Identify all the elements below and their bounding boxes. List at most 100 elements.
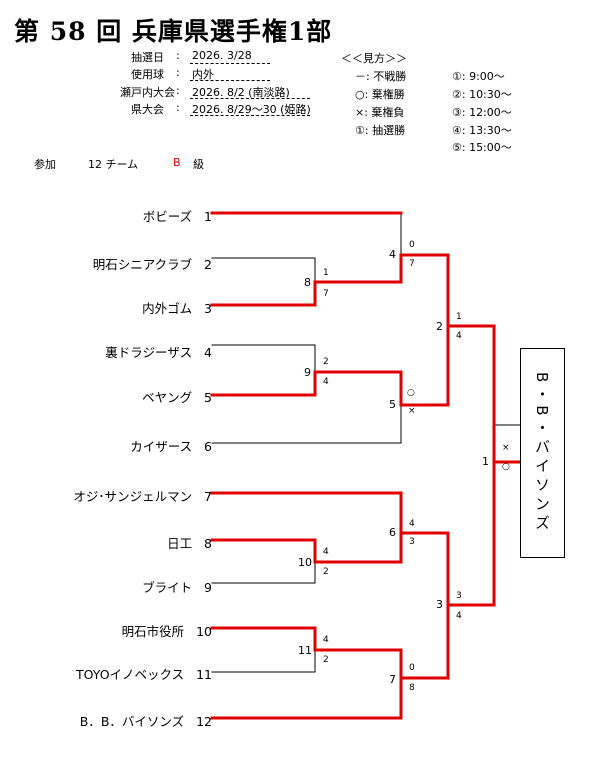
legend-time-1: ①: 9:00～ <box>452 70 505 83</box>
match-bottom-score: 3 <box>409 537 415 547</box>
info-label-lottery-date: 抽選日 <box>131 51 164 64</box>
team-name: ベヤング <box>142 390 193 405</box>
path-team-12 <box>210 603 450 720</box>
info-label-prefecture: 県大会 <box>131 103 164 116</box>
info-label-ball: 使用球 <box>131 68 164 81</box>
participants-grade: B <box>173 156 181 169</box>
info-underline <box>190 98 310 99</box>
info-value-lottery-date: 2026. 3/28 <box>192 49 252 62</box>
match-top-score: 1 <box>323 268 329 278</box>
team-entry: 内外ゴム 3 <box>142 298 212 317</box>
match-bottom-score: 2 <box>323 567 329 577</box>
match-number: 4 <box>389 248 396 261</box>
path-team-5 <box>210 324 450 407</box>
team-seed: 10 <box>196 624 212 639</box>
match-top-score: ○ <box>407 388 415 398</box>
team-entry: ボビーズ 1 <box>143 206 212 225</box>
team-seed: 1 <box>204 209 212 224</box>
info-colon: : <box>176 101 180 114</box>
legend-forfeit-win: ○: 棄権勝 <box>355 88 405 101</box>
team-seed: 2 <box>204 257 212 272</box>
info-colon: : <box>176 49 180 62</box>
match-number: 9 <box>304 366 311 379</box>
team-name: TOYOイノベックス <box>75 667 185 682</box>
info-colon: : <box>176 84 180 97</box>
team-entry: 日工 8 <box>167 533 212 552</box>
info-underline <box>190 80 270 81</box>
path-team-10 <box>210 626 403 680</box>
team-name: 内外ゴム <box>142 301 193 316</box>
legend-heading: ＜＜見方＞＞ <box>341 52 407 65</box>
team-name: 裏ドラジーザス <box>105 345 193 360</box>
info-underline <box>190 115 310 116</box>
team-seed: 11 <box>196 667 212 682</box>
team-seed: 9 <box>204 580 212 595</box>
team-entry: 明石シニアクラブ 2 <box>93 254 212 273</box>
match-number: 2 <box>436 320 443 333</box>
participants-label: 参加 <box>34 158 56 171</box>
info-label-setouchi: 瀬戸内大会 <box>120 86 175 99</box>
match-number: 8 <box>304 276 311 289</box>
team-seed: 5 <box>204 390 212 405</box>
legend-walkover: －: 不戦勝 <box>355 70 407 83</box>
team-name: オジ･サンジェルマン <box>73 489 193 504</box>
match-bottom-score: 2 <box>323 655 329 665</box>
match-bottom-score: 4 <box>456 611 462 621</box>
match-top-score: 1 <box>456 312 462 322</box>
match-top-score: 2 <box>323 357 329 367</box>
match-number: 1 <box>482 455 489 468</box>
info-value-setouchi: 2026. 8/2 (南淡路) <box>192 86 290 99</box>
info-value-ball: 内外 <box>192 68 214 81</box>
path-team-8 <box>210 531 403 564</box>
team-seed: 12 <box>196 714 212 729</box>
match-top-score: × <box>502 443 510 453</box>
match-number: 10 <box>298 556 312 569</box>
match-bottom-score: 7 <box>323 289 329 299</box>
champion-box: B・B・バイソンズ <box>520 348 565 558</box>
legend-time-5: ⑤: 15:00～ <box>452 141 512 154</box>
team-name: カイザース <box>130 439 193 454</box>
match-bottom-score: 4 <box>323 377 329 387</box>
legend-forfeit-loss: ×: 棄権負 <box>355 106 405 119</box>
team-name: 明石シニアクラブ <box>92 257 193 272</box>
team-name: 日工 <box>167 536 193 551</box>
match-number: 11 <box>298 644 312 657</box>
match-number: 7 <box>389 673 396 686</box>
path-team-3 <box>210 253 496 464</box>
path-team-7 <box>210 460 522 607</box>
team-entry: カイザース 6 <box>130 436 212 455</box>
page-title: 第 58 回 兵庫県選手権1部 <box>14 17 333 46</box>
team-seed: 8 <box>204 536 212 551</box>
team-entry: ブライト 9 <box>142 577 212 596</box>
team-name: ブライト <box>142 580 193 595</box>
match-top-score: 0 <box>409 240 415 250</box>
team-entry: 裏ドラジーザス 4 <box>105 342 212 361</box>
team-name: 明石市役所 <box>121 624 185 639</box>
team-entry: ベヤング 5 <box>142 387 212 406</box>
legend-time-4: ④: 13:30～ <box>452 124 512 137</box>
match-top-score: 4 <box>323 635 329 645</box>
info-value-prefecture: 2026. 8/29～30 (姫路) <box>192 103 311 116</box>
team-name: B．B．バイソンズ <box>79 714 185 729</box>
legend-time-2: ②: 10:30～ <box>452 88 512 101</box>
match-number: 5 <box>389 398 396 411</box>
match-number: 6 <box>389 526 396 539</box>
team-name: ボビーズ <box>142 209 193 224</box>
team-seed: 4 <box>204 345 212 360</box>
match-bottom-score: × <box>408 406 416 416</box>
champion-name: B・B・バイソンズ <box>533 372 551 534</box>
legend-lottery-win: ①: 抽選勝 <box>355 124 406 137</box>
team-seed: 3 <box>204 301 212 316</box>
match-number: 3 <box>436 598 443 611</box>
match-bottom-score: 4 <box>456 331 462 341</box>
match-top-score: 0 <box>409 663 415 673</box>
match-top-score: 4 <box>323 547 329 557</box>
team-seed: 7 <box>204 489 212 504</box>
info-colon: : <box>176 66 180 79</box>
match-bottom-score: 8 <box>409 683 415 693</box>
team-entry: TOYOイノベックス 11 <box>76 664 212 683</box>
match-top-score: 3 <box>456 591 462 601</box>
match-bottom-score: 7 <box>409 259 415 269</box>
winner-lines <box>210 211 522 720</box>
